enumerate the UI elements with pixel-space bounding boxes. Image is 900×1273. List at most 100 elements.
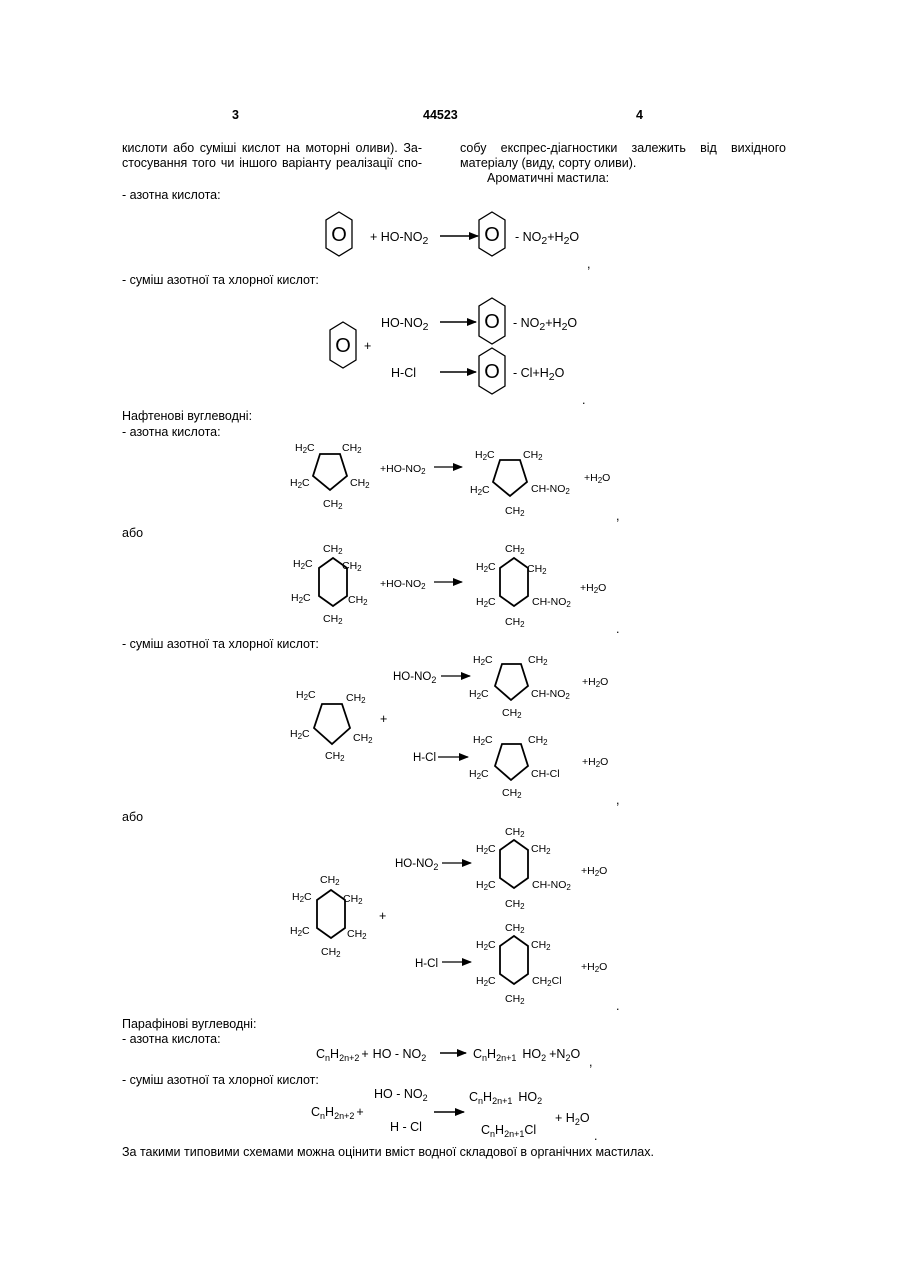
svg-text:H2C: H2C (473, 654, 493, 667)
svg-text:H2C: H2C (470, 484, 490, 497)
svg-text:,: , (587, 257, 590, 271)
svg-text:H2C: H2C (476, 843, 496, 856)
svg-text:+H2O: +H2O (584, 472, 610, 485)
svg-text:CH2: CH2 (325, 750, 345, 763)
cyclopentane-ring-icon (314, 704, 350, 744)
svg-text:CH2: CH2 (321, 946, 341, 959)
svg-text:CH-NO2: CH-NO2 (532, 879, 571, 892)
reagent-h-cl: H-Cl (391, 366, 416, 380)
svg-text:CH2: CH2 (323, 498, 343, 511)
svg-text:CnH2n+1HO2+N2O: CnH2n+1HO2+N2O (473, 1047, 580, 1063)
svg-text:O: O (484, 311, 500, 333)
svg-text:CH2: CH2 (505, 826, 525, 839)
cyclopentane-ring-icon (495, 744, 528, 780)
svg-text:CH2Cl: CH2Cl (532, 975, 562, 988)
svg-text:H2C: H2C (473, 734, 493, 747)
svg-text:H2C: H2C (476, 596, 496, 609)
svg-text:CH-Cl: CH-Cl (531, 768, 560, 780)
svg-text:CH2: CH2 (348, 594, 368, 607)
svg-text:CH2: CH2 (323, 613, 343, 626)
svg-text:H2C: H2C (476, 561, 496, 574)
svg-text:CH2: CH2 (342, 560, 362, 573)
svg-text:CH2: CH2 (505, 616, 525, 629)
cyclohexane-mixture-scheme: CH2 H2C CH2 H2C CH2 CH2 + HO-NO2 CH2 H2C… (290, 826, 619, 1013)
svg-text:,: , (616, 509, 619, 523)
svg-text:CH2: CH2 (320, 874, 340, 887)
svg-text:CH2: CH2 (343, 893, 363, 906)
svg-text:.: . (616, 622, 619, 636)
svg-text:H2C: H2C (469, 768, 489, 781)
svg-text:CH2: CH2 (505, 505, 525, 518)
svg-text:CH2: CH2 (502, 787, 522, 800)
svg-text:H2C: H2C (290, 728, 310, 741)
svg-text:H2C: H2C (291, 592, 311, 605)
svg-text:HO - NO2: HO - NO2 (374, 1087, 428, 1103)
cyclopentane-ring-icon (313, 454, 347, 490)
svg-text:+ HO-NO2: + HO-NO2 (370, 230, 428, 247)
svg-text:H2C: H2C (296, 689, 316, 702)
svg-text:H2C: H2C (476, 879, 496, 892)
svg-text:CH2: CH2 (527, 563, 547, 576)
svg-text:H2C: H2C (476, 975, 496, 988)
svg-text:CH2: CH2 (353, 732, 373, 745)
cyclopentane-ring-icon (495, 664, 528, 700)
svg-text:H-Cl: H-Cl (415, 958, 438, 970)
svg-text:H2C: H2C (469, 688, 489, 701)
svg-text:H - Cl: H - Cl (390, 1120, 422, 1134)
svg-text:- NO2+H2O: - NO2+H2O (513, 316, 577, 333)
svg-text:CH2: CH2 (531, 843, 551, 856)
svg-text:CH-NO2: CH-NO2 (532, 596, 571, 609)
svg-text:.: . (582, 393, 585, 407)
ring-letter: O (331, 224, 347, 246)
svg-text:CnH2n+2+: CnH2n+2+ (311, 1105, 364, 1121)
svg-text:.: . (594, 1129, 597, 1143)
svg-text:H2C: H2C (476, 939, 496, 952)
svg-text:H2C: H2C (475, 449, 495, 462)
svg-text:,: , (589, 1055, 592, 1069)
svg-text:CH2: CH2 (347, 928, 367, 941)
cyclohexane-ring-icon (500, 840, 528, 888)
svg-text:CH-NO2: CH-NO2 (531, 483, 570, 496)
svg-text:CH2: CH2 (342, 442, 362, 455)
product-nitrobenzene: - NO2+H2O (515, 230, 579, 247)
svg-text:CH2: CH2 (528, 734, 548, 747)
svg-text:O: O (484, 224, 500, 246)
svg-text:CH2: CH2 (346, 692, 366, 705)
svg-text:CH2: CH2 (502, 707, 522, 720)
svg-text:CH2: CH2 (505, 543, 525, 556)
cyclohexane-ring-icon (317, 890, 345, 938)
svg-text:+H2O: +H2O (582, 756, 608, 769)
svg-text:CnH2n+2+HO - NO2: CnH2n+2+HO - NO2 (316, 1047, 426, 1063)
svg-text:O: O (335, 335, 351, 357)
svg-text:CH2: CH2 (523, 449, 543, 462)
svg-text:CH-NO2: CH-NO2 (531, 688, 570, 701)
svg-text:+H2O: +H2O (580, 582, 606, 595)
svg-text:O: O (484, 361, 500, 383)
svg-text:CnH2n+1Cl: CnH2n+1Cl (481, 1123, 536, 1139)
svg-text:HO-NO2: HO-NO2 (395, 858, 438, 872)
svg-text:+HO-NO2: +HO-NO2 (380, 463, 426, 476)
svg-text:- Cl+H2O: - Cl+H2O (513, 366, 565, 383)
paraffin-mixture-scheme: CnH2n+2+ HO - NO2 H - Cl CnH2n+1HO2 CnH2… (311, 1087, 597, 1143)
svg-text:H2C: H2C (292, 891, 312, 904)
cyclopentane-ring-icon (493, 460, 527, 496)
svg-text:.: . (616, 999, 619, 1013)
cyclopentane-mixture-scheme: H2C CH2 H2C CH2 CH2 + HO-NO2 H2C CH2 H2C… (290, 654, 619, 807)
paraffin-nitration-scheme: CnH2n+2+HO - NO2 CnH2n+1HO2+N2O , (316, 1047, 592, 1069)
cyclohexane-ring-icon (500, 936, 528, 984)
svg-text:+H2O: +H2O (582, 676, 608, 689)
aromatic-nitration-scheme: O + HO-NO2 O - NO2+H2O , (326, 212, 590, 271)
svg-text:H2C: H2C (293, 558, 313, 571)
aromatic-mixture-scheme: O + HO-NO2 O - NO2+H2O H-Cl O - Cl+H2O . (330, 298, 585, 407)
svg-text:CH2: CH2 (350, 477, 370, 490)
svg-text:H-Cl: H-Cl (413, 752, 436, 764)
svg-text:+: + (380, 712, 387, 726)
svg-text:+H2O: +H2O (581, 961, 607, 974)
reagent-ho-no2: HO-NO2 (381, 316, 429, 333)
svg-text:CH2: CH2 (323, 543, 343, 556)
svg-text:+: + (364, 339, 371, 353)
svg-text:CH2: CH2 (528, 654, 548, 667)
svg-text:CH2: CH2 (505, 922, 525, 935)
svg-text:HO-NO2: HO-NO2 (393, 671, 436, 685)
